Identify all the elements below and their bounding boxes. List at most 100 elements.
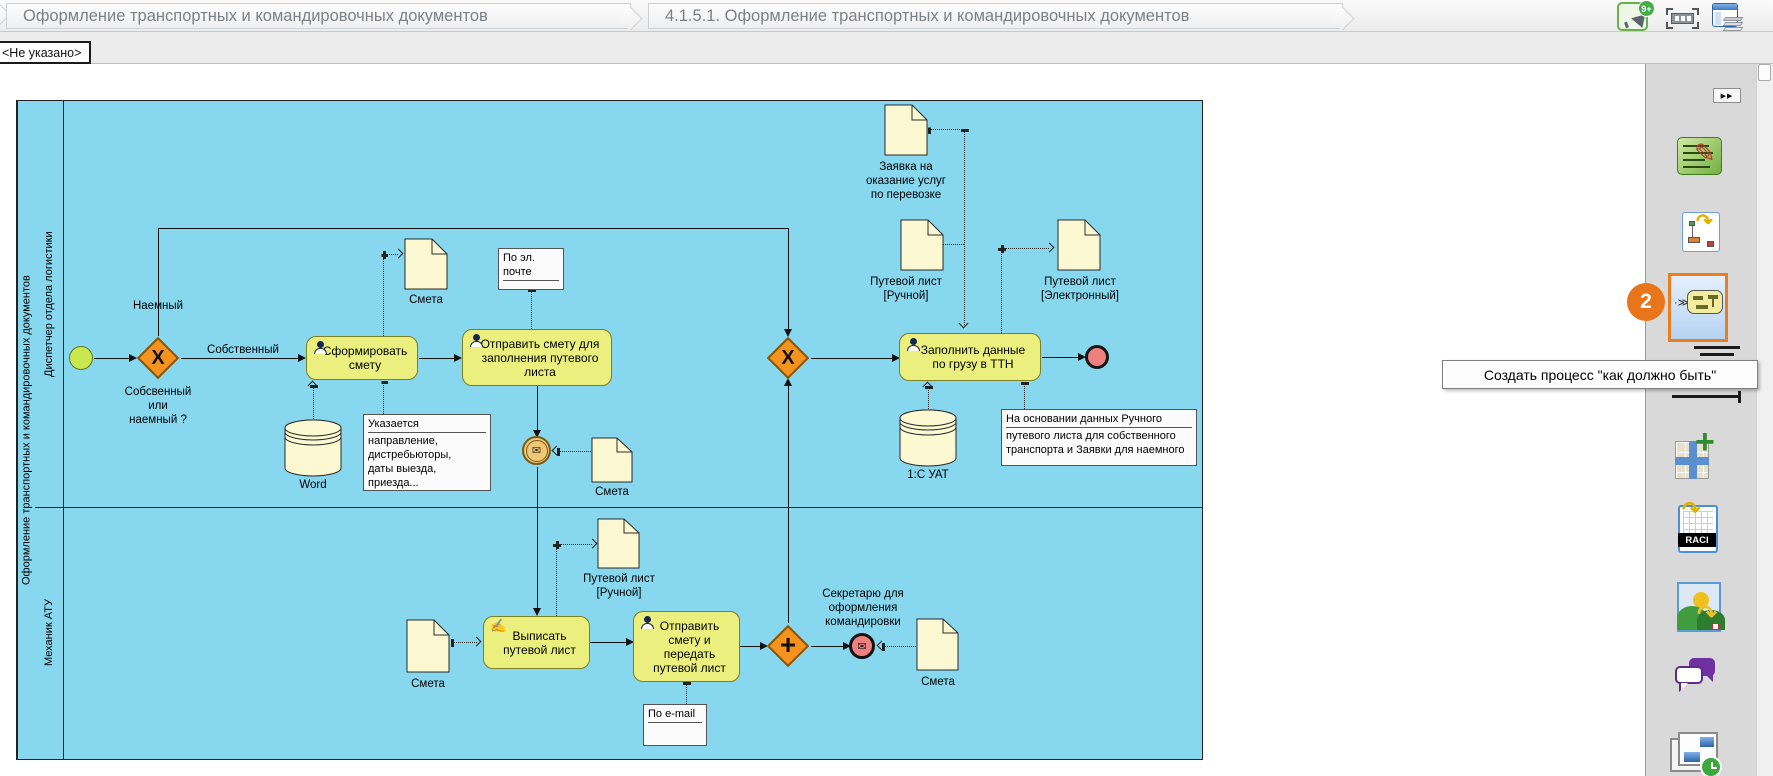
assoc-line (1024, 382, 1025, 409)
collapse-panel-button[interactable]: ▶▶ (1713, 88, 1741, 103)
arrowhead (129, 354, 137, 362)
slideshow-history-icon[interactable] (1670, 732, 1724, 776)
note-by-email-bottom[interactable]: По e-mail (643, 704, 707, 746)
note-title: По эл. почте (503, 251, 559, 281)
task-send-and-pass-waybill[interactable]: Отправить смету и передать путевой лист (633, 611, 740, 682)
edit-diagram-icon[interactable]: ✎ (1677, 137, 1722, 175)
frame-bar (1671, 13, 1694, 24)
gateway-own-or-hired[interactable]: X (135, 335, 181, 381)
chevron-icon (618, 5, 643, 31)
pipe (1693, 296, 1703, 300)
plus-icon: + (1695, 423, 1715, 461)
breadcrumb-item-1[interactable]: Оформление транспортных и командировочны… (6, 3, 643, 31)
assoc-line (557, 451, 591, 452)
task-create-estimate[interactable]: Сформировать смету (306, 336, 418, 380)
yellow-arrow-icon: ↷ (1682, 497, 1701, 522)
document-zayavka[interactable] (884, 104, 928, 156)
note-by-email-top[interactable]: По эл. почте (498, 248, 564, 290)
plus-gateway-symbol: + (779, 628, 797, 660)
raci-matrix-icon[interactable]: ↷ RACI (1678, 497, 1718, 553)
flow-line (740, 646, 762, 647)
assoc-line (383, 381, 384, 414)
layer (1722, 22, 1744, 26)
text-line (1683, 159, 1705, 161)
assoc-line (928, 129, 964, 130)
icon-fragment (1738, 391, 1741, 403)
message-intermediate-event[interactable]: ✉ (522, 436, 551, 465)
tab-not-specified[interactable]: <Не указано> (0, 41, 92, 64)
flow-line (590, 642, 628, 643)
note-body: направление, дистребьюторы, даты выезда,… (368, 435, 452, 489)
export-diagram-icon[interactable]: ↷ (1682, 211, 1720, 252)
create-process-as-should-be-icon[interactable]: ·≫ (1668, 273, 1728, 342)
x-gateway-symbol: X (781, 346, 795, 369)
flow-label-sobstvenny: Собственный (207, 344, 279, 356)
document-putevoy-electronny[interactable] (1057, 219, 1101, 271)
document-smeta-1[interactable] (404, 238, 448, 290)
node (1688, 237, 1700, 243)
document-smeta-3[interactable] (406, 619, 450, 673)
message-end-event[interactable]: ✉ (849, 633, 875, 659)
raci-label: RACI (1678, 533, 1716, 547)
frame-corner (1666, 22, 1673, 29)
database-word[interactable] (283, 419, 343, 477)
flow-line (158, 228, 788, 229)
task-write-waybill[interactable]: ✍ Выписать путевой лист (483, 616, 590, 669)
assoc-line (313, 385, 314, 419)
hidden-icon[interactable] (1694, 346, 1740, 358)
breadcrumb-item-2[interactable]: 4.1.5.1. Оформление транспортных и коман… (648, 3, 1355, 31)
arrowhead (784, 329, 792, 337)
envelope-icon: ✉ (525, 439, 548, 462)
doc-label-putevoy-ruchnoy: Путевой лист [Ручной] (870, 276, 942, 302)
arrowhead (784, 378, 792, 386)
open-arrowhead (471, 636, 482, 647)
flow-line (419, 358, 455, 359)
matrix-col (1689, 441, 1697, 479)
end-event[interactable] (1085, 345, 1109, 369)
note-ukazaetsya[interactable]: Указается направление, дистребьюторы, да… (363, 414, 491, 491)
document-smeta-4[interactable] (916, 618, 959, 671)
flow-line (181, 358, 299, 359)
arrowhead (892, 354, 900, 362)
document-smeta-2[interactable] (591, 437, 633, 483)
pipe (1696, 305, 1708, 309)
note-title: По e-mail (648, 707, 702, 723)
link (1692, 226, 1693, 237)
gateway-parallel-plus[interactable]: + (765, 623, 811, 669)
db-label-uat: 1:С УАТ (907, 469, 949, 481)
assoc-line (383, 254, 398, 255)
comments-icon[interactable] (1675, 658, 1719, 696)
hand-pen-icon: ✍ (490, 618, 507, 633)
task-fill-ttn-data[interactable]: Заполнить данные по грузу в ТТН (899, 333, 1041, 381)
task-label: Сформировать смету (322, 344, 408, 372)
person-icon (469, 334, 484, 347)
database-1c-uat[interactable] (898, 409, 958, 467)
add-matrix-icon[interactable]: + (1675, 423, 1719, 481)
bubble-tail (1679, 683, 1688, 692)
note-na-osnovanii[interactable]: На основании данных Ручного путевого лис… (1001, 409, 1197, 466)
scrollbar-thumb[interactable] (1758, 64, 1771, 81)
breadcrumb-item-2-label: 4.1.5.1. Оформление транспортных и коман… (665, 6, 1190, 25)
flow-line (1042, 357, 1080, 358)
vertical-scrollbar[interactable] (1756, 62, 1773, 776)
breadcrumb-bar: Оформление транспортных и командировочны… (0, 0, 1773, 32)
export-image-icon[interactable]: ↷ (1677, 582, 1725, 632)
frame-corner (1666, 8, 1673, 15)
assoc-line (556, 544, 557, 616)
doc-label-smeta-3: Смета (411, 678, 445, 690)
open-arrowhead (876, 640, 887, 651)
gateway-merge-x[interactable]: X (765, 335, 811, 381)
start-event[interactable] (69, 346, 93, 370)
window-layers-icon[interactable] (1712, 3, 1744, 31)
document-putevoy-ruchnoy-2[interactable] (597, 518, 640, 569)
assoc-line (964, 129, 965, 325)
frame-select-icon[interactable] (1666, 8, 1699, 29)
bubble-white (1675, 666, 1703, 684)
document-putevoy-ruchnoy[interactable] (900, 219, 944, 271)
task-send-estimate[interactable]: Отправить смету для заполнения путевого … (462, 329, 612, 386)
open-arrowhead (551, 445, 562, 456)
bpmn-pool[interactable]: Оформление транспортных и командировочны… (16, 100, 1203, 760)
pipe (1708, 295, 1718, 299)
arrowhead (533, 608, 541, 616)
open-arrowhead (587, 538, 598, 549)
